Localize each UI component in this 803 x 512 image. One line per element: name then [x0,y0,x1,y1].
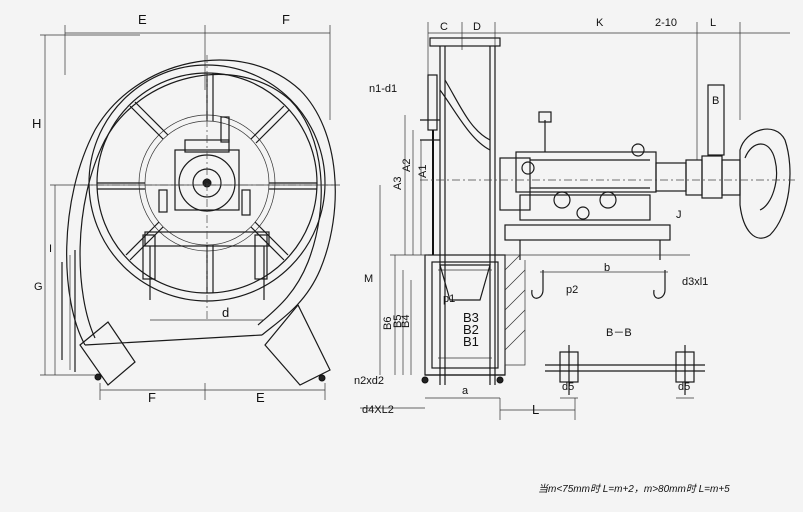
label-L-top: L [710,17,716,29]
label-F-bottom: F [148,390,156,405]
label-B1: B1 [463,334,479,349]
label-B5: B5 [392,315,404,328]
label-n1-d1: n1-d1 [369,83,397,95]
label-K: K [596,17,604,29]
section-b-b [545,345,705,399]
label-B3: B3 [463,310,479,325]
label-section-b-b: B－B [606,327,632,339]
label-F-top: F [282,12,290,27]
label-G: G [34,281,43,293]
label-H: H [32,116,41,131]
label-B4: B4 [400,315,412,328]
label-M: M [364,273,373,285]
label-d4xl2: d4XL2 [362,404,394,416]
label-A2: A2 [401,159,413,172]
label-A3: A3 [392,177,404,190]
footnote: 当m<75mm时 L=m+2，m>80mm时 L=m+5 [538,483,730,495]
front-view [40,25,340,400]
label-B-side: B [712,95,719,107]
label-b: b [604,262,610,274]
label-p1: p1 [443,293,455,305]
side-view [360,22,795,420]
label-d3xl1: d3xl1 [682,276,708,288]
label-D: D [473,21,481,33]
label-I: I [49,243,52,255]
label-d5-right: d5 [678,381,690,393]
label-d: d [222,305,229,320]
label-2-10: 2-10 [655,17,677,29]
label-p2: p2 [566,284,578,296]
label-E: E [138,12,147,27]
label-C: C [440,21,448,33]
label-n2xd2: n2xd2 [354,375,384,387]
label-J: J [676,209,682,221]
label-L-bottom: L [532,402,539,417]
label-A1: A1 [417,165,429,178]
label-a: a [462,385,469,397]
label-B6: B6 [382,317,394,330]
label-B2: B2 [463,322,479,337]
label-d5-left: d5 [562,381,574,393]
label-E-bottom: E [256,390,265,405]
